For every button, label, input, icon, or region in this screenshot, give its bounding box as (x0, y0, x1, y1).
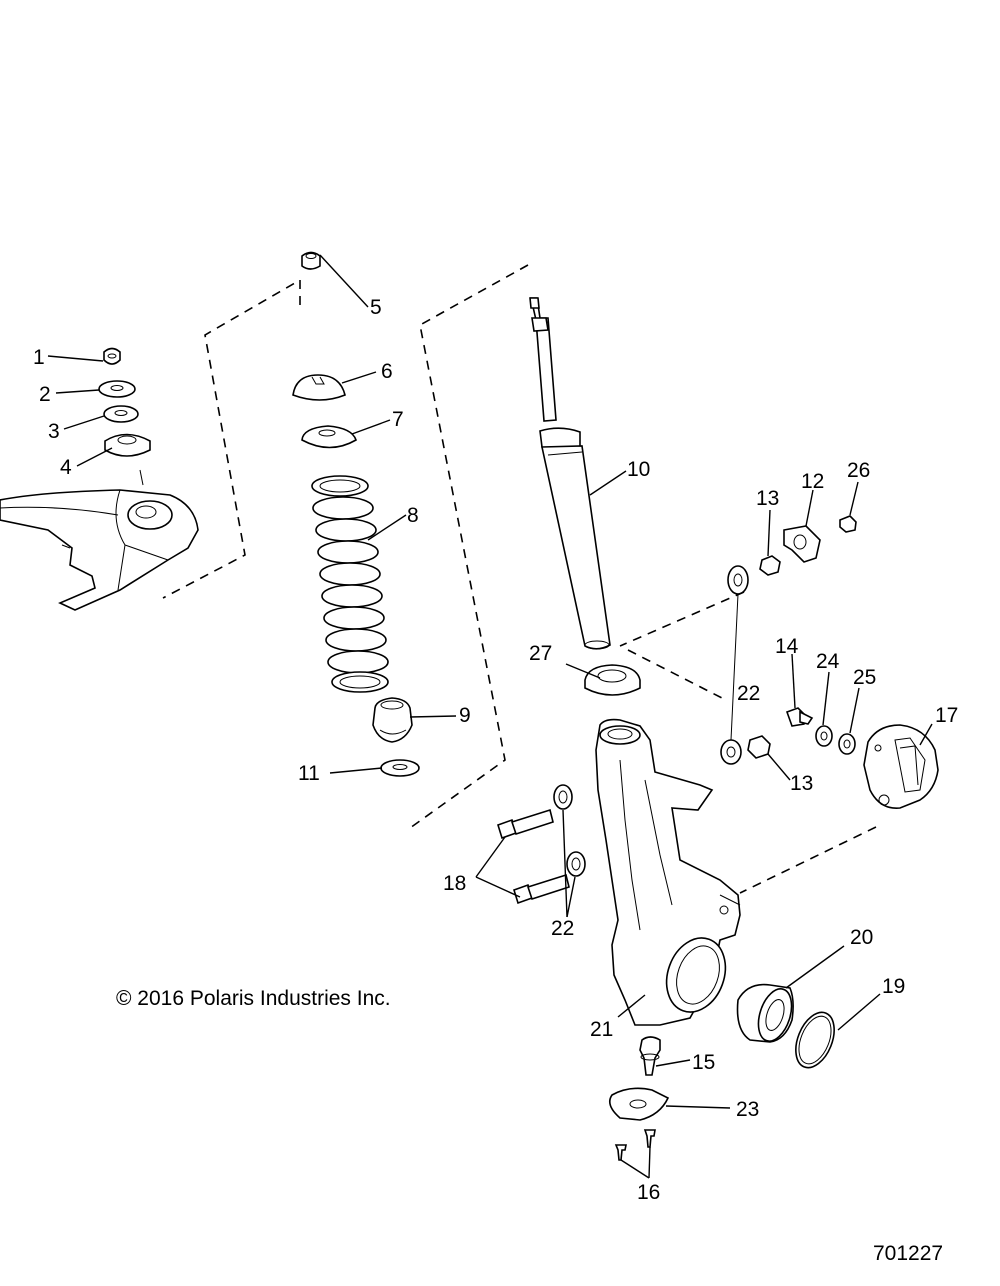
nut-part-26 (839, 515, 857, 533)
leader-4-frame (139, 469, 144, 486)
spring-seat-part-7 (301, 425, 357, 449)
shock-absorber-part-10 (529, 297, 611, 650)
caliper-dashed-leader (619, 591, 745, 647)
steering-knuckle-part-21 (595, 718, 741, 1026)
knuckle-dashed-leader (627, 649, 723, 699)
callout-22-upper: 22 (737, 682, 760, 705)
wheel-bearing-part-20 (736, 983, 794, 1043)
callout-15: 15 (692, 1051, 715, 1074)
callout-18: 18 (443, 872, 466, 895)
washer-part-24 (815, 725, 833, 747)
frame-crossmember (0, 489, 199, 611)
callout-leaders (47, 254, 933, 1179)
callout-21: 21 (590, 1018, 613, 1041)
washer-part-11 (380, 759, 420, 777)
callout-4: 4 (60, 456, 72, 479)
bolt-part-14 (785, 707, 814, 727)
callout-22-lower: 22 (551, 917, 574, 940)
callout-2: 2 (39, 383, 51, 406)
callout-27: 27 (529, 642, 552, 665)
callout-24: 24 (816, 650, 840, 673)
bump-stop-part-9 (372, 697, 413, 743)
washer-part-25 (838, 733, 856, 755)
bushing-part-4 (104, 433, 151, 457)
callout-5: 5 (370, 296, 382, 319)
snap-ring-part-19 (795, 1011, 835, 1069)
nut-part-5 (301, 251, 321, 270)
callout-3: 3 (48, 420, 60, 443)
callout-19: 19 (882, 975, 905, 998)
callout-12: 12 (801, 470, 824, 493)
coil-spring-part-8 (311, 475, 389, 693)
spring-seat-part-27 (584, 664, 641, 696)
callout-26: 26 (847, 459, 870, 482)
screw-part-16 (614, 1129, 656, 1161)
callout-1: 1 (33, 346, 45, 369)
callout-6: 6 (381, 360, 393, 383)
nut-part-1 (103, 347, 121, 365)
callout-13-top: 13 (756, 487, 779, 510)
caliper-knuckle-dashed-leader (739, 826, 877, 894)
callout-23: 23 (736, 1098, 759, 1121)
diagram-number: 701227 (873, 1242, 943, 1265)
callout-9: 9 (459, 704, 471, 727)
washer-22-guide-line (730, 593, 739, 741)
callout-20: 20 (850, 926, 873, 949)
spring-retainer-part-6 (292, 374, 346, 401)
clip-part-12 (783, 525, 821, 563)
brake-caliper-part-17 (863, 724, 939, 809)
ball-joint-part-15 (639, 1036, 661, 1076)
callout-13-bottom: 13 (790, 772, 813, 795)
callout-11: 11 (298, 762, 320, 785)
washer-part-3 (103, 405, 139, 423)
callout-10: 10 (627, 458, 650, 481)
callout-16: 16 (637, 1181, 660, 1204)
callout-17: 17 (935, 704, 958, 727)
washer-part-22 (553, 565, 749, 877)
callout-8: 8 (407, 504, 419, 527)
nut-part-13 (747, 555, 781, 759)
bolt-part-18 (497, 808, 570, 905)
callout-25: 25 (853, 666, 876, 689)
callout-14: 14 (775, 635, 799, 658)
spring-assembly-dashed-outline (162, 278, 301, 599)
washer-part-2 (98, 380, 136, 398)
plate-part-23 (609, 1087, 670, 1121)
callout-7: 7 (392, 408, 404, 431)
callout-numbers: 1 2 3 4 5 6 7 8 9 10 11 12 13 13 14 15 1… (33, 296, 958, 1204)
shock-assembly-dashed-outline (409, 264, 529, 829)
copyright-notice: © 2016 Polaris Industries Inc. (116, 987, 391, 1010)
